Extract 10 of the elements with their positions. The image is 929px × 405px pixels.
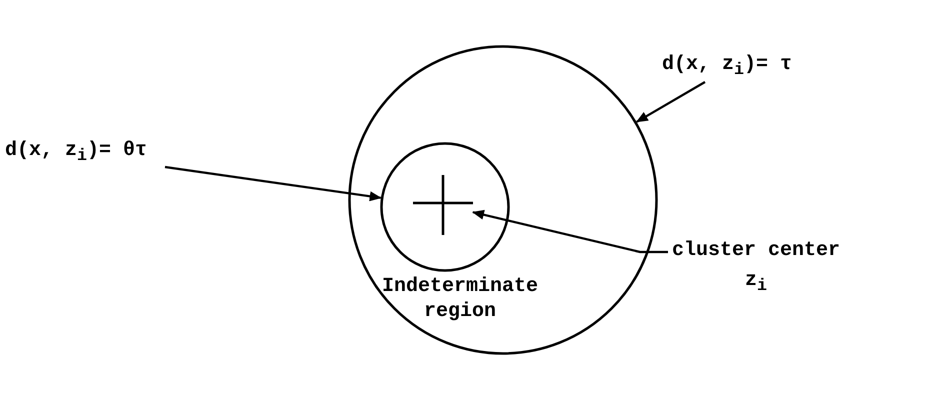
region-label: Indeterminate region xyxy=(380,274,540,324)
leader-arrow xyxy=(164,166,382,202)
inner-circle xyxy=(380,142,510,272)
outer-circle xyxy=(348,45,658,355)
cross-mark xyxy=(413,175,473,235)
formula-label: d(x, z$_{i}$)= θτ xyxy=(5,136,265,166)
leader-arrow xyxy=(472,210,668,254)
formula-label: d(x, z$_{i}$)= τ xyxy=(662,50,912,80)
leader-arrow xyxy=(636,81,706,123)
center-label: cluster center z$_{i}$ xyxy=(668,236,844,298)
